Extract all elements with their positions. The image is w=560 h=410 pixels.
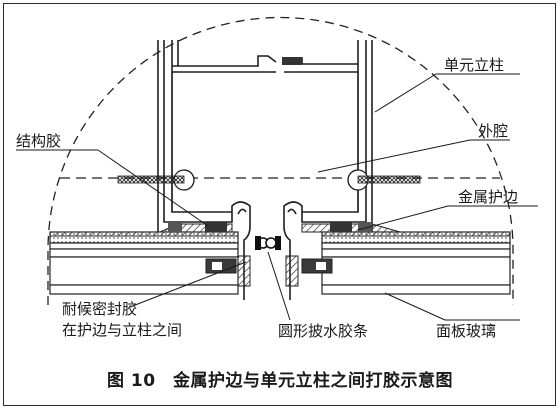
top-connector <box>282 57 302 65</box>
inner-cavity <box>171 72 359 212</box>
figure-frame <box>3 3 556 406</box>
label-weather-sealant-line1: 耐候密封胶 <box>62 300 138 318</box>
glass-panels <box>49 231 511 295</box>
setting-block-left <box>168 222 182 232</box>
label-round-gasket: 圆形披水胶条 <box>278 322 369 340</box>
label-structural-sealant: 结构胶 <box>16 132 62 150</box>
label-weather-sealant-line2: 在护边与立柱之间 <box>62 321 183 339</box>
round-gasket <box>255 236 281 250</box>
figure-caption: 图 10 金属护边与单元立柱之间打胶示意图 <box>106 371 454 391</box>
detail-outline-arc <box>47 16 514 305</box>
left-screw <box>117 169 195 191</box>
center-joint <box>231 201 303 300</box>
label-unit-mullion: 单元立柱 <box>444 56 505 74</box>
leader-lines <box>16 73 538 321</box>
right-screw <box>347 169 421 191</box>
label-outer-cavity: 外腔 <box>478 122 509 140</box>
structural-sealant-right <box>330 222 352 232</box>
label-metal-trim: 金属护边 <box>458 188 519 206</box>
structural-sealant-left <box>205 222 227 232</box>
label-face-glass: 面板玻璃 <box>436 322 497 340</box>
setting-block-right <box>358 222 372 232</box>
weather-sealant <box>205 255 333 287</box>
metal-trims <box>49 223 511 237</box>
